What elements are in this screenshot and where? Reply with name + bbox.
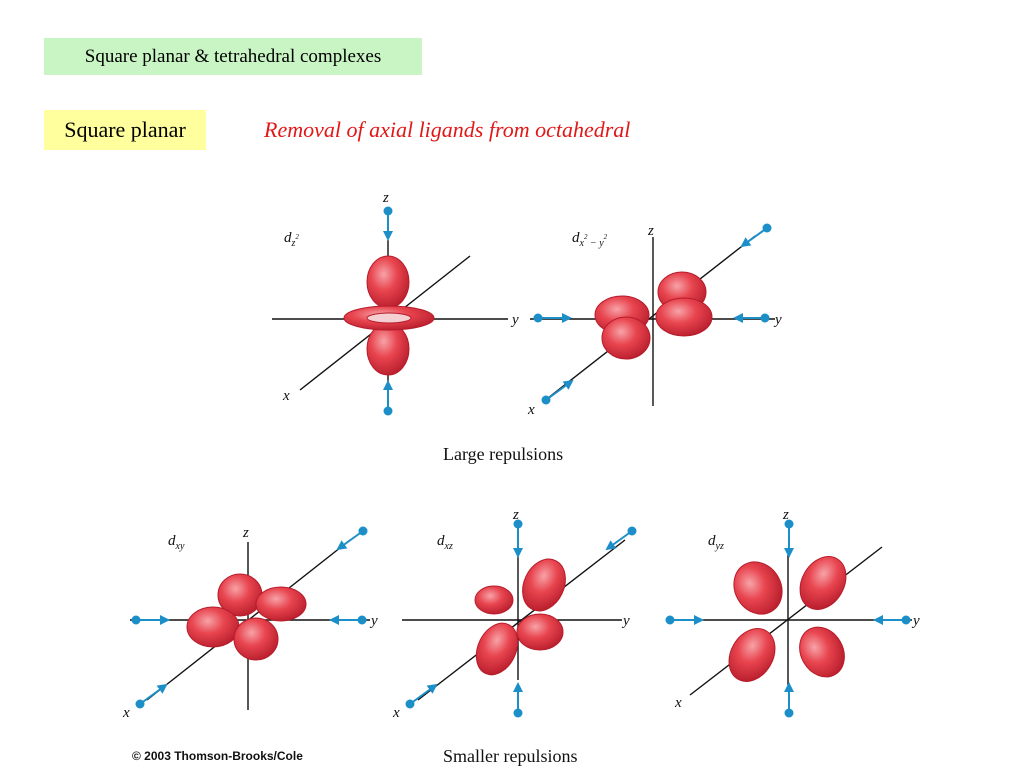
dxz-panel: z y x dxz — [392, 507, 637, 721]
copyright: © 2003 Thomson-Brooks/Cole — [132, 749, 303, 763]
x-axis-label: x — [674, 695, 682, 711]
orbital-lobe — [522, 558, 566, 612]
section-label: Square planar — [44, 110, 206, 150]
bottom-caption: Smaller repulsions — [443, 746, 578, 766]
dxy-label: dxy — [168, 533, 185, 552]
orbital-lobe — [799, 626, 845, 678]
ligand-dot — [784, 519, 794, 529]
orbital-lobe — [733, 561, 783, 615]
dyz-panel: z y x dyz — [665, 507, 920, 718]
z-axis-label: z — [242, 525, 249, 541]
ligand-dot — [784, 708, 794, 718]
ligand-arrow — [139, 683, 168, 705]
orbital-lobe — [233, 617, 279, 661]
dz2-panel: z y x dz2 — [272, 190, 519, 416]
z-axis-label: z — [512, 507, 519, 523]
ligand-dot — [665, 615, 675, 625]
ligand-dot — [533, 313, 543, 323]
ligand-dot — [131, 615, 141, 625]
x-axis-label: x — [122, 705, 130, 721]
ligand-dot — [135, 699, 145, 709]
x-axis — [547, 235, 756, 399]
ligand-dot — [383, 406, 393, 416]
x-axis — [689, 546, 883, 696]
x-axis — [417, 539, 626, 701]
x-axis-label: x — [527, 402, 535, 418]
ligand-dot — [762, 223, 772, 233]
orbital-lobe — [366, 255, 410, 309]
dx2y2-panel: z y x dx2 − y2 — [527, 223, 782, 418]
y-axis-label: y — [510, 312, 519, 328]
orbital-lobe — [799, 556, 847, 610]
orbital-lobe — [474, 585, 514, 615]
ligand-arrow — [605, 530, 633, 551]
ligand-dot — [383, 206, 393, 216]
orbital-lobe — [186, 606, 240, 648]
ligand-dot — [357, 615, 367, 625]
y-axis-label: y — [773, 312, 782, 328]
orbital-lobe — [255, 586, 307, 622]
orbital-lobe — [655, 297, 713, 337]
torus-hole — [366, 312, 412, 324]
subtitle: Removal of axial ligands from octahedral — [264, 117, 631, 142]
z-axis-label: z — [382, 190, 389, 206]
y-axis-label: y — [911, 613, 920, 629]
ligand-dot — [358, 526, 368, 536]
ligand-dot — [627, 526, 637, 536]
dxz-label: dxz — [437, 533, 453, 552]
dyz-label: dyz — [708, 533, 724, 552]
z-axis-label: z — [647, 223, 654, 239]
y-axis-label: y — [621, 613, 630, 629]
x-axis-label: x — [282, 388, 290, 404]
x-axis-label: x — [392, 705, 400, 721]
dx2y2-label: dx2 − y2 — [572, 230, 608, 249]
ligand-dot — [901, 615, 911, 625]
y-axis-label: y — [369, 613, 378, 629]
z-axis-label: z — [782, 507, 789, 523]
ligand-dot — [513, 708, 523, 718]
ligand-arrow — [409, 683, 438, 705]
top-caption: Large repulsions — [443, 444, 564, 464]
dxy-panel: z y x dxy — [122, 525, 378, 721]
ligand-dot — [513, 519, 523, 529]
orbital-lobe — [475, 622, 519, 676]
ligand-arrow — [740, 227, 768, 248]
ligand-dot — [760, 313, 770, 323]
ligand-arrow — [545, 379, 574, 401]
orbital-lobe — [366, 322, 410, 376]
slide-title: Square planar & tetrahedral complexes — [44, 38, 422, 75]
dz2-label: dz2 — [284, 230, 299, 249]
orbital-lobe — [728, 628, 776, 682]
ligand-arrow — [336, 530, 364, 551]
orbital-lobe — [601, 316, 651, 360]
ligand-dot — [405, 699, 415, 709]
ligand-dot — [541, 395, 551, 405]
orbital-lobe — [516, 613, 564, 651]
